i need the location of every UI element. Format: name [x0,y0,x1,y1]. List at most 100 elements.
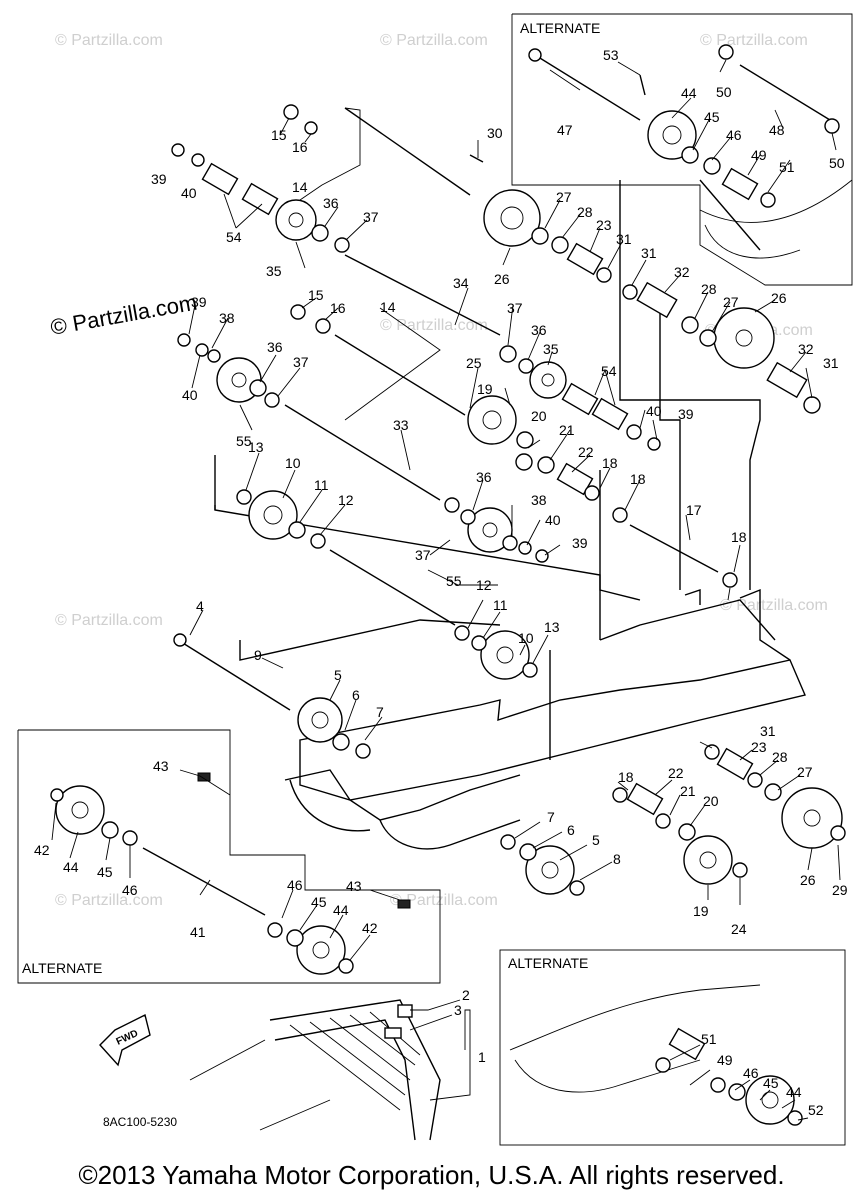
callout: 11 [493,597,508,613]
callout: 12 [476,577,492,593]
callout: 20 [531,408,547,424]
callout: 17 [686,502,702,518]
callout: 44 [681,85,697,101]
callout: 50 [716,84,732,100]
callout: 42 [362,920,378,936]
callout: 45 [704,109,720,125]
watermark: © Partzilla.com [55,892,163,909]
callout: 8 [613,851,621,867]
callout: 37 [363,209,379,225]
callout: 11 [314,477,329,493]
callout: 55 [236,433,252,449]
alternate-box-left: ALTERNATE [17,729,441,984]
watermark: © Partzilla.com [55,32,163,49]
callout: 55 [446,573,462,589]
callout: 45 [311,894,327,910]
callout: 9 [254,647,262,663]
callout: 26 [494,271,510,287]
diagram-code: 8AC100-5230 [103,1115,177,1129]
callout: 39 [572,535,588,551]
callout: 6 [352,687,360,703]
callout: 13 [248,439,264,455]
track-assembly [189,999,441,1141]
callout: 10 [518,630,534,646]
callout: 40 [181,185,197,201]
callout: 32 [674,264,690,280]
callout: 39 [678,406,694,422]
callout: 53 [603,47,619,63]
callout: 18 [602,455,618,471]
callout: 41 [190,924,206,940]
callout: 18 [630,471,646,487]
callout: 18 [618,769,634,785]
callout: 15 [271,127,287,143]
callout: 46 [122,882,138,898]
callout: 39 [191,294,207,310]
callout: 19 [693,903,709,919]
callout: 6 [567,822,575,838]
callout: 43 [153,758,169,774]
callout: 46 [726,127,742,143]
callout: 32 [798,341,814,357]
callout: 31 [823,355,839,371]
callout: 36 [267,339,283,355]
callout: 25 [466,355,482,371]
callout: 40 [182,387,198,403]
callout: 52 [808,1102,824,1118]
watermark: © Partzilla.com [380,317,488,334]
callout: 28 [577,204,593,220]
callout: 38 [219,310,235,326]
callout: 20 [703,793,719,809]
callout: 40 [646,403,662,419]
callout: 45 [763,1075,779,1091]
callout: 46 [287,877,303,893]
callout: 16 [330,300,346,316]
watermark: © Partzilla.com [390,892,498,909]
alternate-box-top-right: ALTERNATE [511,13,853,286]
callout: 54 [226,229,242,245]
callout: 22 [578,444,594,460]
callout: 5 [592,832,600,848]
callout: 37 [293,354,309,370]
watermark-main: © Partzilla.com [49,290,199,340]
callout: 3 [454,1002,462,1018]
callout: 5 [334,667,342,683]
callout: 34 [453,275,469,291]
callout: 4 [196,598,204,614]
wheels [55,110,843,1125]
copyright-notice: ©2013 Yamaha Motor Corporation, U.S.A. A… [78,1160,785,1190]
callout-labels: 53 44 45 46 47 48 49 50 50 51 30 15 16 3… [34,47,848,1118]
alternate-label: ALTERNATE [22,960,102,976]
callout: 38 [531,492,547,508]
callout: 12 [338,492,354,508]
leader-lines [51,59,841,1121]
callout: 23 [596,217,612,233]
callout: 36 [323,195,339,211]
callout: 13 [544,619,560,635]
slide-rail-frame [214,179,853,1093]
callout: 49 [751,147,767,163]
callout: 7 [376,704,384,720]
callout: 45 [97,864,113,880]
watermark: © Partzilla.com [55,612,163,629]
callout: 27 [797,764,813,780]
callout: 21 [680,783,696,799]
callout: 18 [731,529,747,545]
callout: 37 [507,300,523,316]
callout: 35 [543,341,559,357]
watermark: © Partzilla.com [720,597,828,614]
callout: 50 [829,155,845,171]
callout: 49 [717,1052,733,1068]
callout: 48 [769,122,785,138]
watermark-group: © Partzilla.com © Partzilla.com © Partzi… [49,32,828,909]
callout: 14 [292,179,308,195]
callout: 51 [779,159,795,175]
callout: 35 [266,263,282,279]
callout: 14 [380,299,396,315]
callout: 21 [559,422,575,438]
callout: 7 [547,809,555,825]
callout: 29 [832,882,848,898]
callout: 42 [34,842,50,858]
washers-and-nuts [50,44,846,1126]
callout: 1 [478,1049,486,1065]
